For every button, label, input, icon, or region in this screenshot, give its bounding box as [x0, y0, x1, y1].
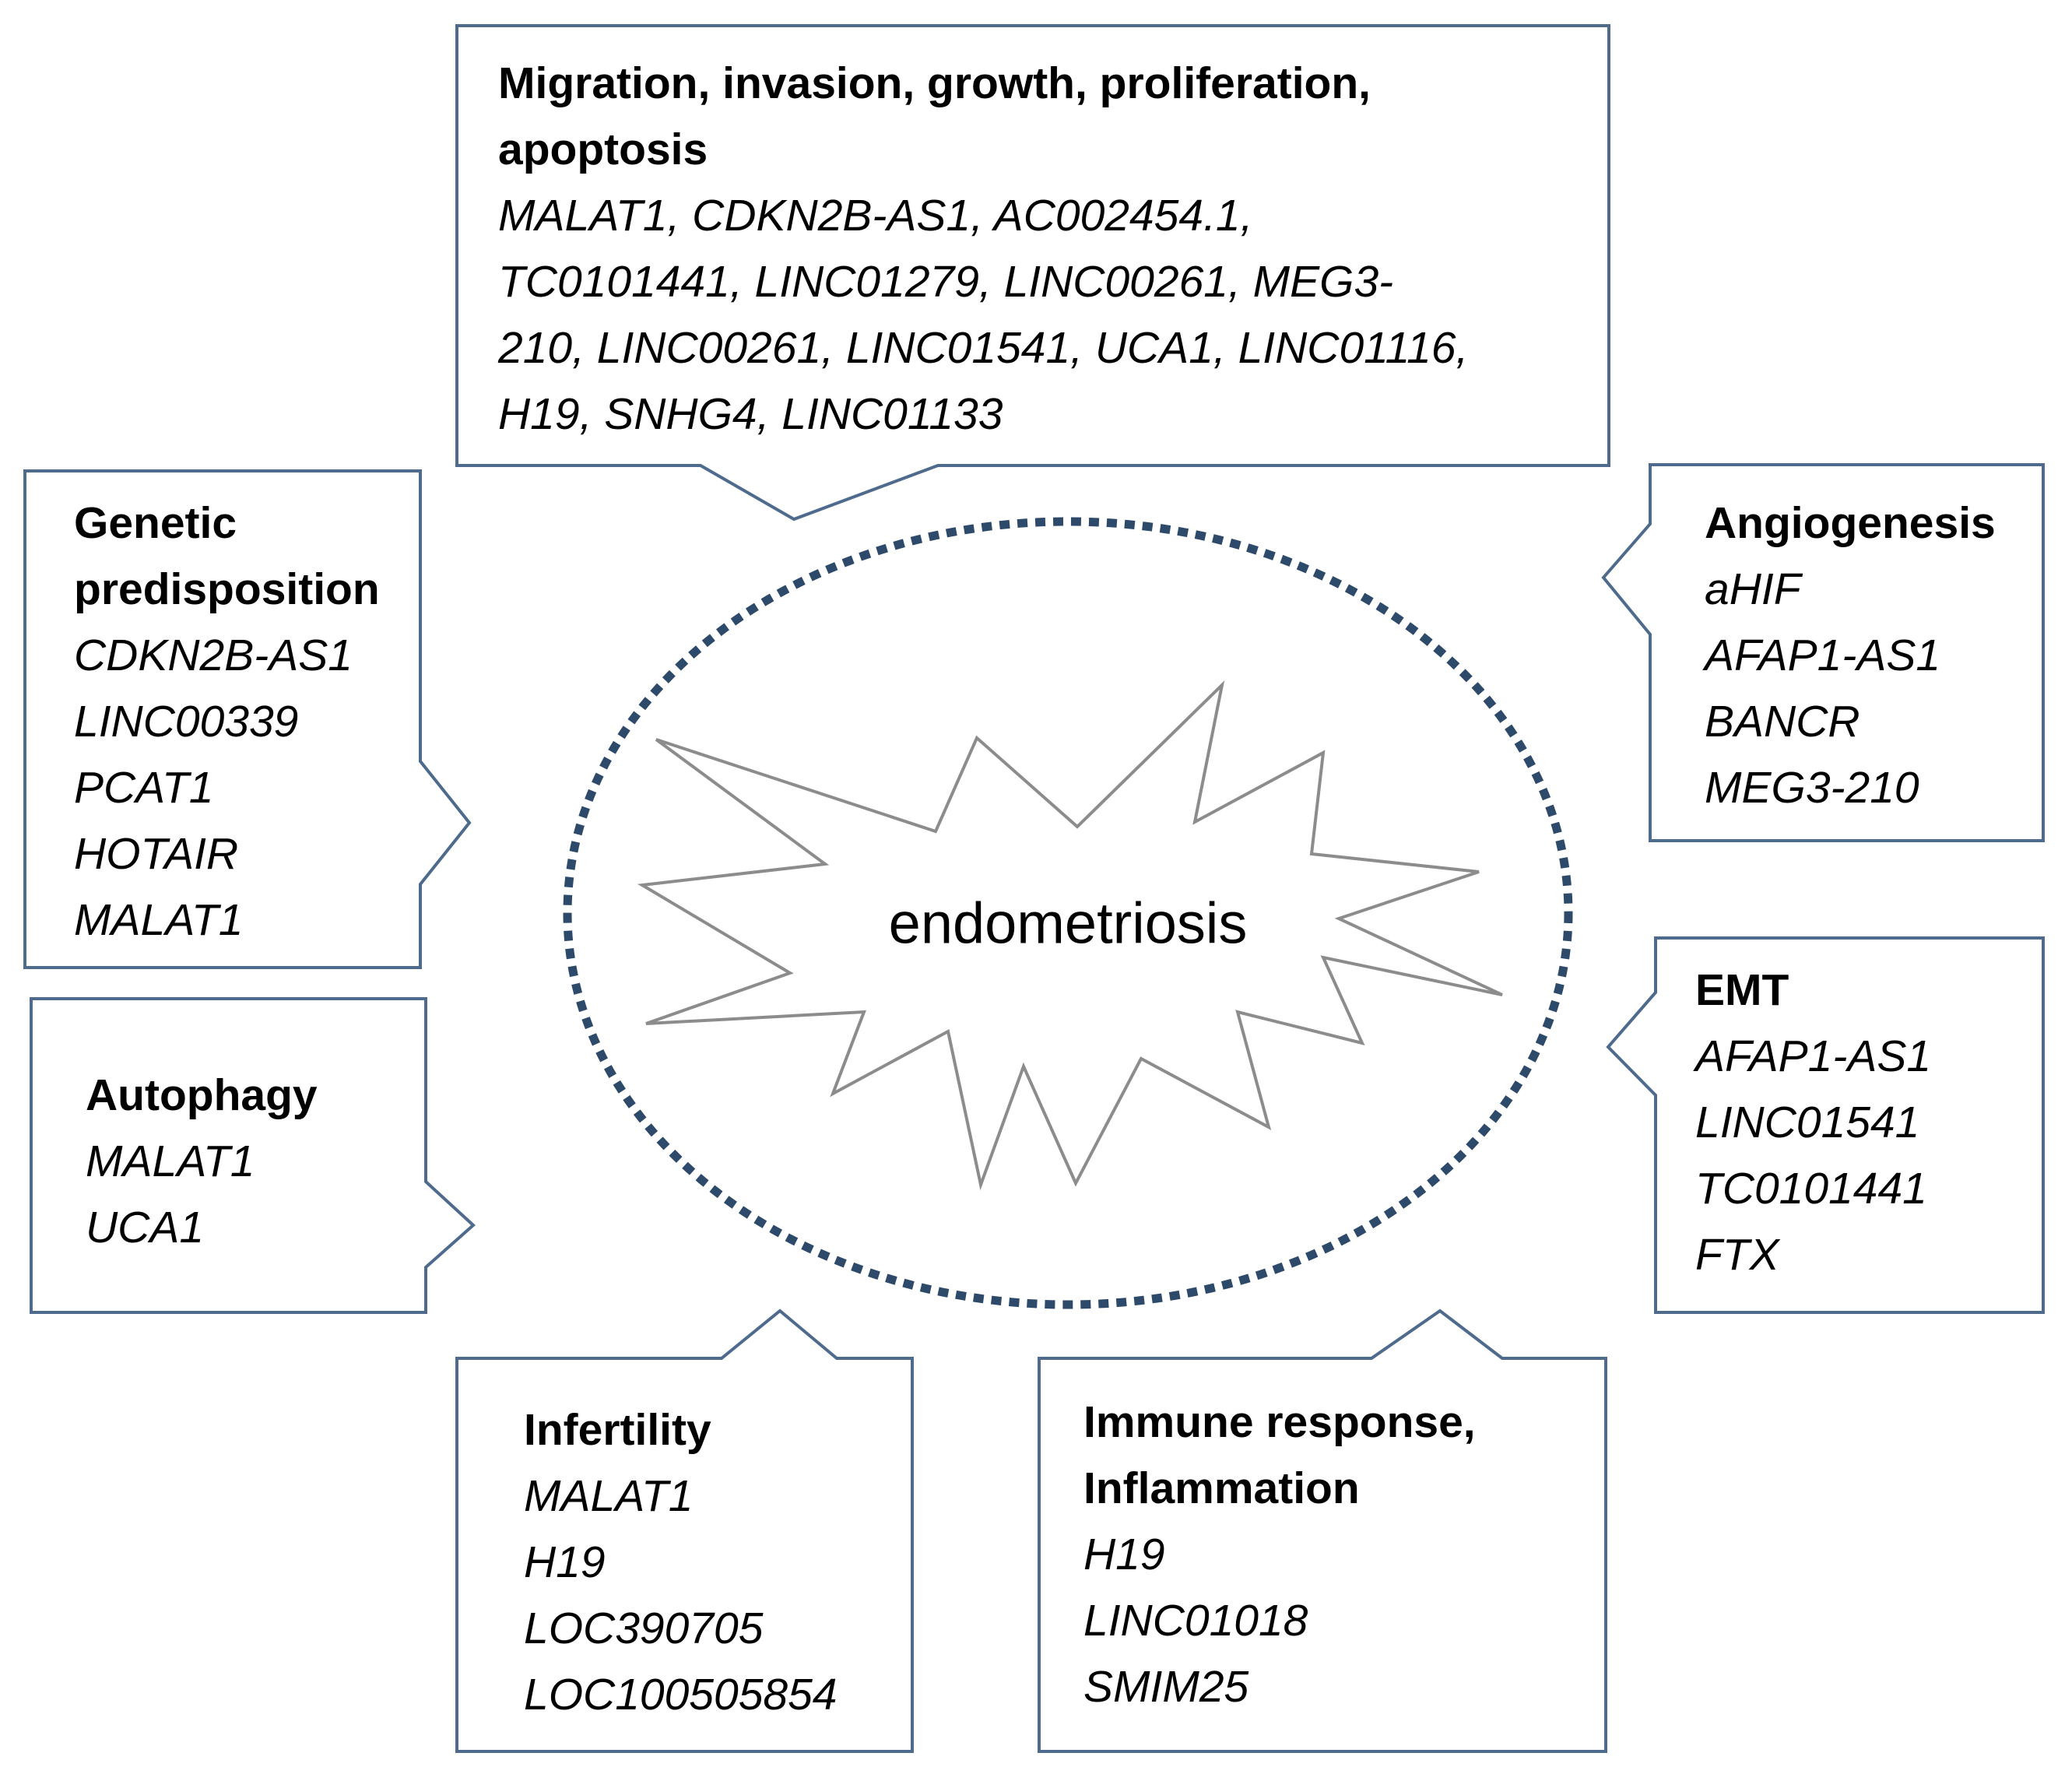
gene-item: LOC390705: [524, 1604, 764, 1653]
gene-item: MALAT1: [524, 1471, 694, 1521]
migration-genes: MALAT1, CDKN2B-AS1, AC002454.1, TC010144…: [498, 191, 1469, 439]
gene-item: PCAT1: [74, 763, 214, 813]
gene-item: AFAP1-AS1: [1705, 631, 1941, 680]
immune-title: Immune response, Inflammation: [1083, 1397, 1476, 1513]
callout-infertility-outline: [455, 1309, 914, 1753]
callout-emt-outline: [1606, 936, 2045, 1314]
gene-item: TC0101441: [1695, 1164, 1927, 1214]
genetic-box: Genetic predisposition CDKN2B-AS1 LINC00…: [74, 490, 416, 954]
gene-item: MALAT1: [74, 895, 244, 945]
gene-item: AFAP1-AS1: [1695, 1031, 1932, 1081]
gene-item: MALAT1: [86, 1136, 255, 1186]
gene-item: H19: [1083, 1530, 1165, 1579]
autophagy-title: Autophagy: [86, 1070, 318, 1120]
endometriosis-starburst: [637, 680, 1503, 1191]
gene-item: FTX: [1695, 1230, 1779, 1280]
infertility-box: Infertility MALAT1 H19 LOC390705 LOC1005…: [524, 1397, 905, 1728]
genetic-title: Genetic predisposition: [74, 498, 380, 614]
callout-autophagy-outline: [30, 997, 476, 1314]
gene-item: SMIM25: [1083, 1662, 1249, 1712]
center-label: endometriosis: [888, 890, 1248, 956]
gene-item: LINC00339: [74, 697, 299, 746]
gene-item: HOTAIR: [74, 829, 239, 879]
gene-item: UCA1: [86, 1203, 205, 1252]
callout-immune-outline: [1038, 1309, 1607, 1753]
gene-item: H19: [524, 1537, 606, 1587]
infertility-gene-list: MALAT1 H19 LOC390705 LOC100505854: [524, 1463, 905, 1728]
angiogenesis-gene-list: aHIF AFAP1-AS1 BANCR MEG3-210: [1705, 557, 2032, 821]
migration-title: Migration, invasion, growth, proliferati…: [498, 58, 1371, 174]
emt-box: EMT AFAP1-AS1 LINC01541 TC0101441 FTX: [1695, 957, 2022, 1288]
gene-item: LINC01018: [1083, 1596, 1308, 1646]
gene-item: CDKN2B-AS1: [74, 631, 353, 680]
gene-item: aHIF: [1705, 564, 1801, 614]
callout-migration-outline: [455, 24, 1610, 522]
emt-gene-list: AFAP1-AS1 LINC01541 TC0101441 FTX: [1695, 1024, 2022, 1288]
immune-box: Immune response, Inflammation H19 LINC01…: [1083, 1389, 1597, 1720]
gene-item: LOC100505854: [524, 1670, 838, 1720]
angiogenesis-box: Angiogenesis aHIF AFAP1-AS1 BANCR MEG3-2…: [1705, 490, 2032, 821]
emt-title: EMT: [1695, 965, 1789, 1015]
gene-item: LINC01541: [1695, 1098, 1920, 1147]
immune-gene-list: H19 LINC01018 SMIM25: [1083, 1522, 1597, 1720]
infertility-title: Infertility: [524, 1405, 711, 1455]
migration-box: Migration, invasion, growth, proliferati…: [498, 51, 1603, 448]
callout-genetic-outline: [23, 469, 472, 969]
gene-item: MEG3-210: [1705, 763, 1919, 813]
callout-angiogenesis-outline: [1601, 463, 2045, 842]
autophagy-gene-list: MALAT1 UCA1: [86, 1129, 413, 1261]
gene-item: BANCR: [1705, 697, 1860, 746]
angiogenesis-title: Angiogenesis: [1705, 498, 1996, 548]
endometriosis-ellipse: [563, 517, 1573, 1309]
genetic-gene-list: CDKN2B-AS1 LINC00339 PCAT1 HOTAIR MALAT1: [74, 623, 416, 954]
autophagy-box: Autophagy MALAT1 UCA1: [86, 1063, 413, 1261]
